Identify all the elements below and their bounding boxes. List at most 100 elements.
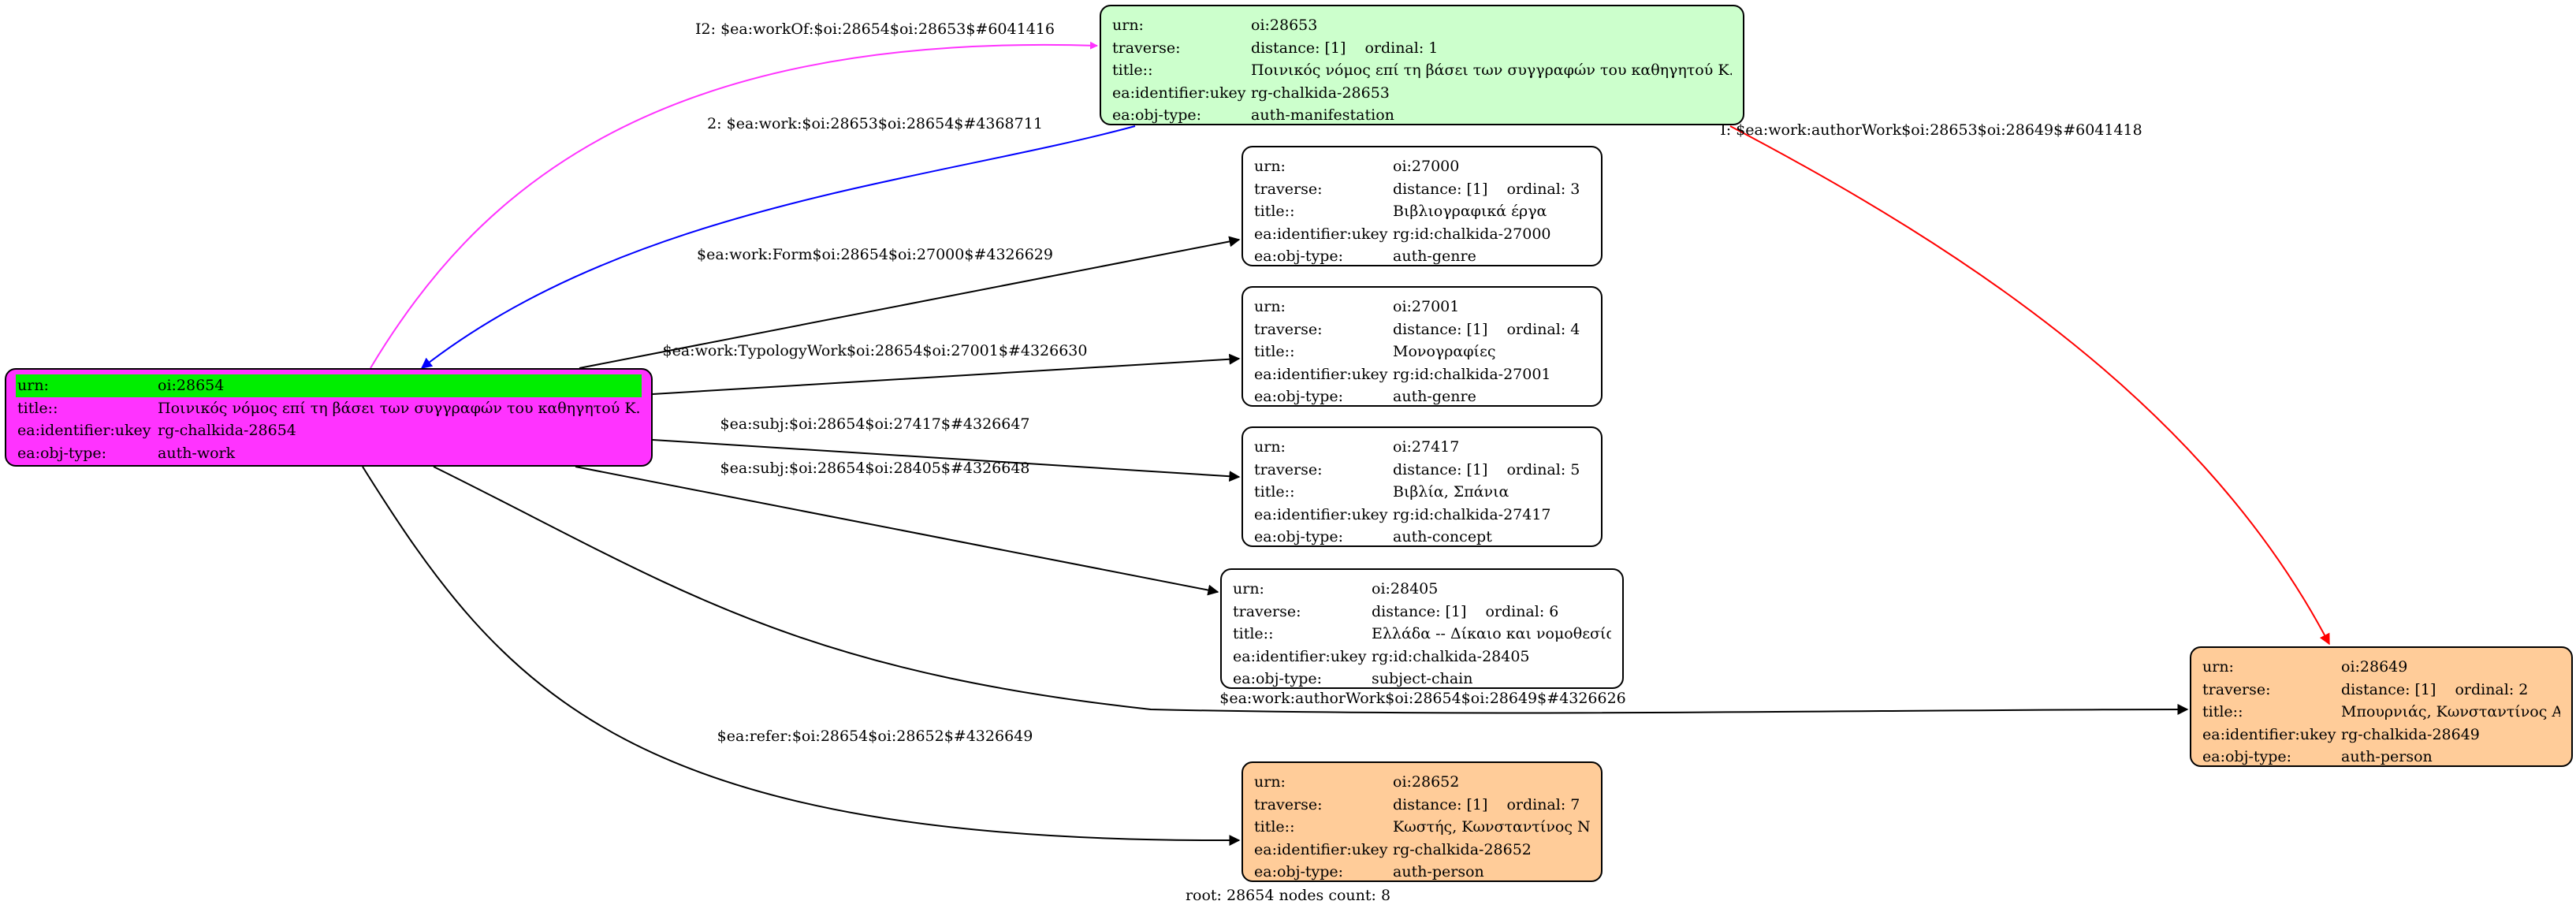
- node-field-row: title::Ποινικός νόμος επί τη βάσει των σ…: [1112, 59, 1732, 82]
- node-field-row: ea:obj-type:auth-concept: [1254, 526, 1590, 549]
- node-field-value-text: distance: [1]: [1393, 795, 1488, 813]
- node-field-row: urn:oi:28653: [1112, 14, 1732, 37]
- node-field-value-text: auth-concept: [1393, 528, 1492, 545]
- node-field-value: distance: [1] ordinal: 3: [1393, 178, 1590, 201]
- node-field-value: oi:28653: [1251, 14, 1732, 37]
- node-field-value: rg-chalkida-28653: [1251, 82, 1732, 105]
- node-field-key: ea:identifier:ukey: [2202, 725, 2336, 743]
- edge-label: I2: $ea:workOf:$oi:28654$oi:28653$#60414…: [695, 20, 1055, 38]
- node-field-value: rg-chalkida-28649: [2341, 724, 2560, 746]
- node-field-value-text: Μονογραφίες: [1393, 343, 1496, 360]
- node-field-row: urn:oi:27001: [1254, 296, 1590, 318]
- node-field-value-text: oi:27000: [1393, 158, 1460, 175]
- node-field-value-text: oi:28649: [2341, 658, 2408, 676]
- node-field-value-text: rg-chalkida-28652: [1393, 840, 1532, 858]
- node-ordinal: ordinal: 7: [1506, 795, 1580, 813]
- node-field-value: auth-concept: [1393, 526, 1590, 549]
- node-field-row: title::Κωστής, Κωνσταντίνος Ν.: [1254, 816, 1590, 839]
- edge-label: $ea:refer:$oi:28654$oi:28652$#4326649: [717, 728, 1033, 745]
- node-field-row: traverse:distance: [1]ordinal: 3: [1254, 178, 1590, 201]
- node-field-value-text: distance: [1]: [1393, 460, 1488, 478]
- node-field-row: ea:obj-type:auth-genre: [1254, 245, 1590, 268]
- node-field-value: rg:id:chalkida-27417: [1393, 504, 1590, 527]
- node-ordinal: ordinal: 2: [2455, 680, 2529, 698]
- node-field-key: ea:identifier:ukey: [1254, 225, 1388, 243]
- node-field-value-text: rg-chalkida-28653: [1251, 84, 1390, 102]
- node-field-value-text: oi:27417: [1393, 438, 1460, 456]
- node-field-key: title::: [1254, 483, 1295, 501]
- node-field-value-text: rg-chalkida-28649: [2341, 725, 2480, 743]
- node-field-value-text: Βιβλιογραφικά έργα: [1393, 203, 1547, 220]
- node-field-value: auth-person: [1393, 861, 1590, 884]
- node-field-value: distance: [1] ordinal: 7: [1393, 794, 1590, 817]
- edge-label: $ea:work:TypologyWork$oi:28654$oi:27001$…: [662, 342, 1088, 359]
- node-ordinal: ordinal: 3: [1506, 180, 1580, 198]
- node-field-value-text: rg:id:chalkida-27000: [1393, 225, 1551, 243]
- node-field-row: title::Βιβλιογραφικά έργα: [1254, 200, 1590, 223]
- node-field-row: title::Μπουρνιάς, Κωνσταντίνος Α.: [2202, 701, 2560, 724]
- node-field-key: traverse:: [1112, 39, 1181, 57]
- node-field-row: ea:obj-type: auth-person: [2202, 746, 2560, 769]
- node-field-row: ea:obj-type: auth-genre: [1254, 385, 1590, 408]
- node-field-row: urn:oi:28405: [1233, 578, 1611, 601]
- node-ordinal: ordinal: 1: [1364, 39, 1439, 57]
- node-field-key: ea:obj-type:: [1254, 388, 1344, 405]
- node-field-value-text: Μπουρνιάς, Κωνσταντίνος Α.: [2341, 703, 2560, 720]
- node-field-value-text: distance: [1]: [1372, 602, 1467, 620]
- node-field-key: ea:obj-type:: [1233, 670, 1323, 687]
- node-field-value: auth-genre: [1393, 385, 1590, 408]
- node-field-value-text: Βιβλία, Σπάνια: [1393, 483, 1509, 501]
- node-field-value-text: rg:id:chalkida-27001: [1393, 365, 1551, 383]
- node-field-value: oi:27001: [1393, 296, 1590, 318]
- edge-28653-to-28649: [1729, 125, 2330, 646]
- node-field-value-text: auth-manifestation: [1251, 106, 1394, 124]
- graph-node-28653[interactable]: urn:oi:28653 traverse: distance: [1] ordina…: [1100, 5, 1744, 125]
- node-field-row: title::Ελλάδα -- Δίκαιο και νομοθεσία: [1233, 623, 1611, 646]
- node-field-value-text: distance: [1]: [1393, 180, 1488, 198]
- edge-label: $ea:work:authorWork$oi:28654$oi:28649$#4…: [1219, 690, 1626, 707]
- node-field-key: ea:obj-type:: [1254, 863, 1344, 880]
- node-field-key: ea:obj-type:: [2202, 748, 2292, 765]
- edge-28654-to-27417: [652, 439, 1241, 482]
- node-field-value-text: oi:28653: [1251, 17, 1318, 34]
- node-field-value: oi:28405: [1372, 578, 1611, 601]
- node-field-value-text: auth-work: [158, 444, 236, 462]
- node-field-key: title::: [1254, 818, 1295, 836]
- graph-footer: root: 28654 nodes count: 8: [1185, 887, 1391, 904]
- edge-28654-to-28653: [370, 41, 1098, 369]
- edge-28654-to-27000: [579, 236, 1241, 369]
- node-field-value: oi:28649: [2341, 656, 2560, 679]
- node-field-row: traverse:distance: [1]ordinal: 2: [2202, 679, 2560, 702]
- node-field-row: ea:obj-type: auth-person: [1254, 861, 1590, 884]
- node-field-value-text: distance: [1]: [1393, 320, 1488, 338]
- node-field-value-text: Ποινικός νόμος επί τη βάσει των συγγραφώ…: [1251, 61, 1732, 79]
- node-field-key: title::: [1112, 61, 1153, 79]
- node-field-value: auth-person: [2341, 746, 2560, 769]
- node-field-value: auth-work: [158, 442, 640, 465]
- node-field-value: Βιβλία, Σπάνια: [1393, 481, 1590, 504]
- edge-label: $ea:subj:$oi:28654$oi:27417$#4326647: [720, 415, 1030, 433]
- node-field-row: traverse: distance: [1] ordinal: 1: [1112, 37, 1732, 60]
- node-field-value-text: oi:28654: [158, 377, 225, 394]
- node-field-value-text: Ποινικός νόμος επί τη βάσει των συγγραφώ…: [158, 399, 640, 417]
- node-field-value-text: Κωστής, Κωνσταντίνος Ν.: [1393, 818, 1590, 836]
- node-field-value-text: distance: [1]: [1251, 39, 1346, 57]
- node-field-value: oi:27417: [1393, 436, 1590, 459]
- node-field-value: rg:id:chalkida-27001: [1393, 363, 1590, 386]
- node-field-row: title::Βιβλία, Σπάνια: [1254, 481, 1590, 504]
- node-field-value: Ποινικός νόμος επί τη βάσει των συγγραφώ…: [158, 397, 640, 420]
- node-field-value: distance: [1]ordinal: 5: [1393, 459, 1590, 482]
- node-field-value-text: distance: [1]: [2341, 680, 2436, 698]
- node-field-value: Βιβλιογραφικά έργα: [1393, 200, 1590, 223]
